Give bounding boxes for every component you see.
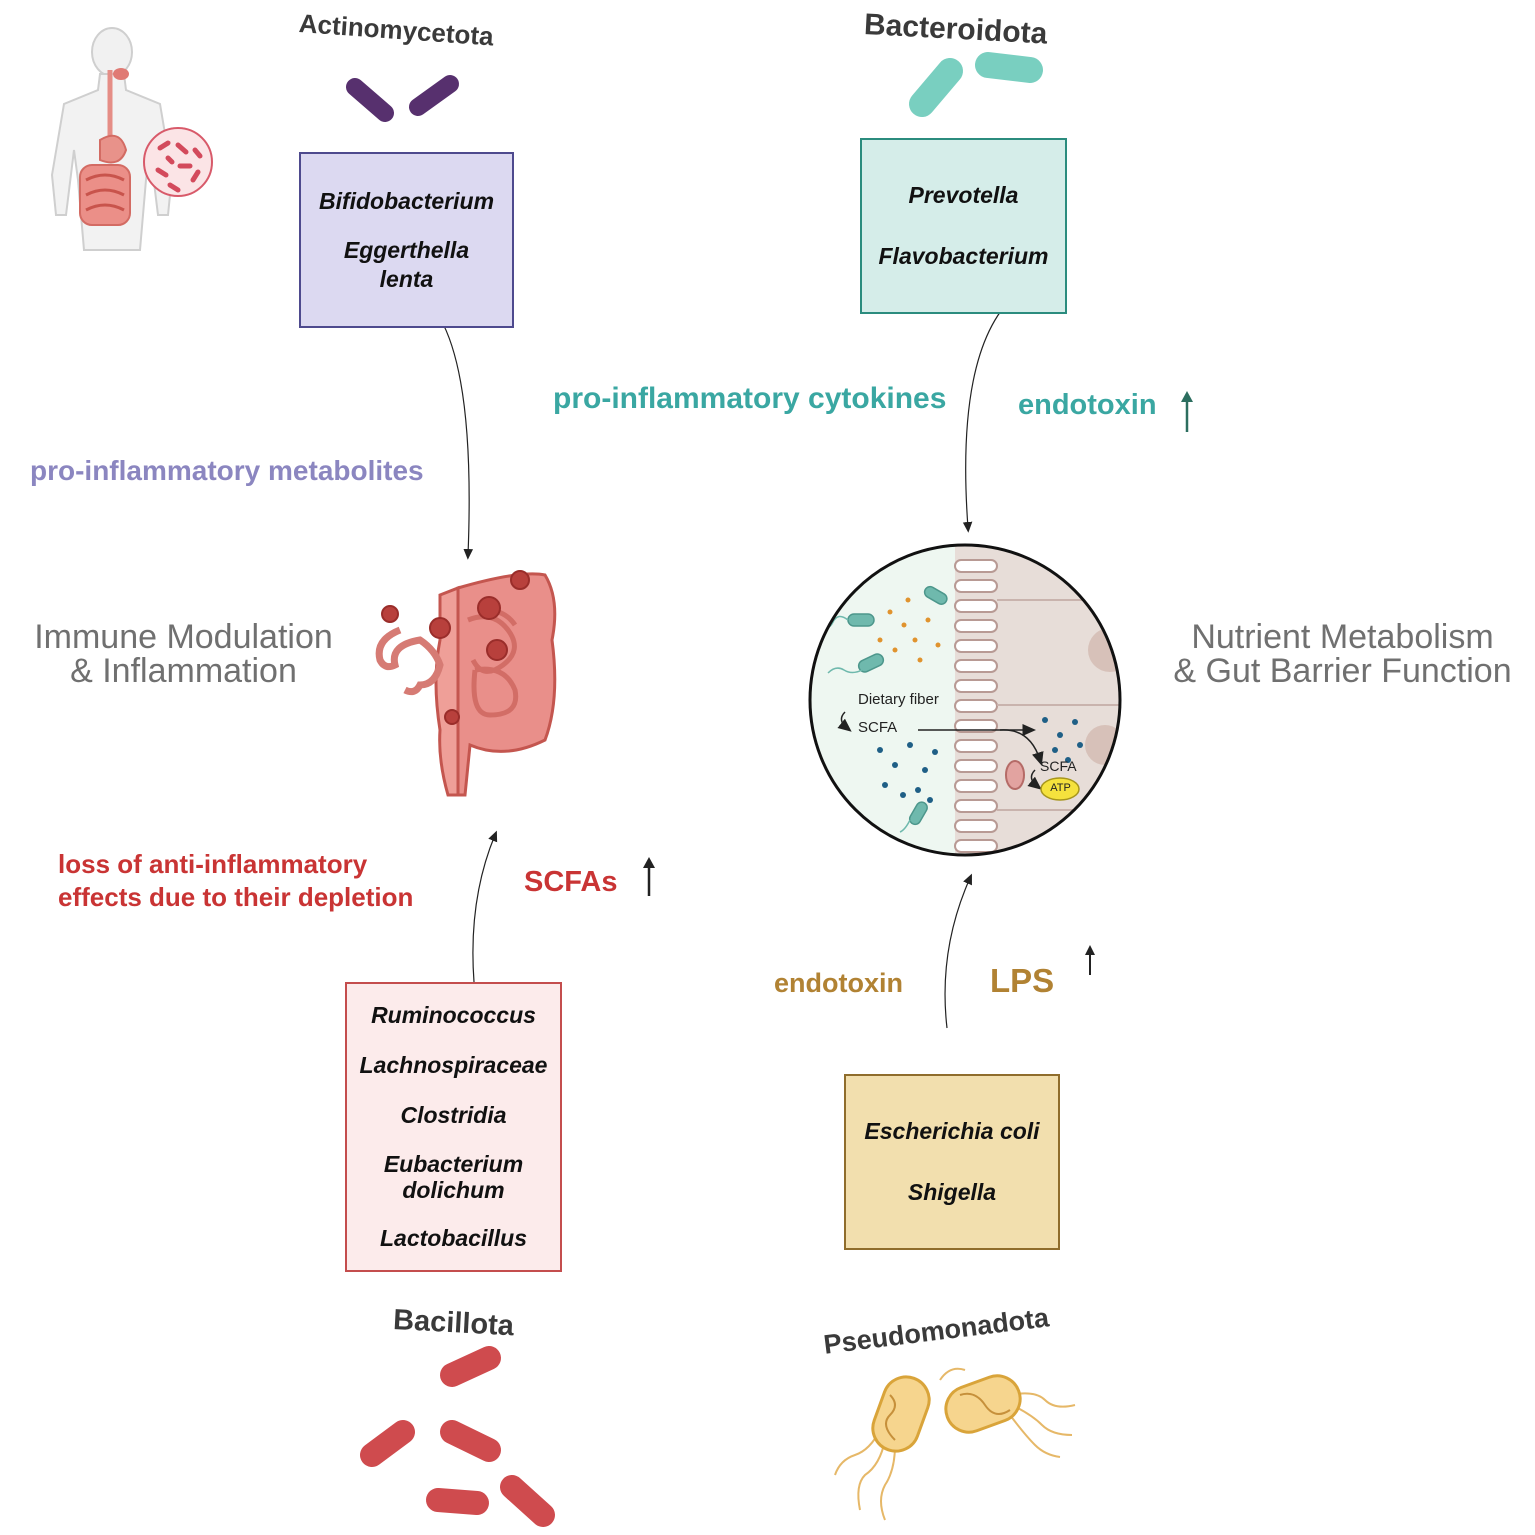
arrow-bactero-to-circle bbox=[962, 294, 1016, 533]
label-loss-anti-inflammatory-line2: effects due to their depletion bbox=[58, 882, 414, 912]
actinomycetota-bacteria-icon bbox=[346, 75, 459, 122]
bacteroidota-bacteria-icon bbox=[909, 52, 1043, 117]
bacteroidota-genus-box: Prevotella Flavobacterium bbox=[860, 138, 1067, 314]
title-immune-line1: Immune Modulation bbox=[34, 618, 333, 656]
circle-scfa-left-label: SCFA bbox=[858, 719, 898, 736]
bacillota-genus-box: Ruminococcus Lachnospiraceae Clostridia … bbox=[345, 982, 562, 1272]
pseudomonadota-bacteria-icon bbox=[834, 1367, 1076, 1521]
actinomycetota-genus-box: Bifidobacterium Eggerthella lenta bbox=[299, 152, 514, 328]
title-nutrient-metabolism: Nutrient Metabolism & Gut Barrier Functi… bbox=[1155, 620, 1530, 688]
label-pro-inflammatory-cytokines: pro-inflammatory cytokines bbox=[553, 382, 947, 415]
label-endotoxin-bottom: endotoxin bbox=[774, 968, 903, 998]
label-lps: LPS bbox=[990, 962, 1055, 999]
up-arrow-icon-lps bbox=[1085, 945, 1095, 975]
intestine-inflammation-icon bbox=[375, 570, 557, 797]
arrow-bacillo-to-intestine bbox=[472, 830, 498, 983]
arrow-actino-to-intestine bbox=[439, 317, 474, 560]
circle-atp-label: ATP bbox=[1050, 782, 1071, 794]
genus-prevotella: Prevotella bbox=[908, 182, 1019, 208]
genus-lachnospiraceae: Lachnospiraceae bbox=[359, 1051, 548, 1078]
genus-eubacterium-dolichum: Eubacterium dolichum bbox=[383, 1151, 524, 1204]
genus-eggerthella-lenta: Eggerthella lenta bbox=[343, 236, 470, 292]
up-arrow-icon-endotoxin bbox=[1181, 391, 1193, 432]
genus-shigella: Shigella bbox=[907, 1179, 997, 1205]
bacillota-bacteria-icon bbox=[360, 1346, 555, 1527]
title-nutrient-line1: Nutrient Metabolism bbox=[1191, 618, 1494, 656]
phylum-bacillota: Bacillota bbox=[392, 1304, 515, 1343]
genus-bifidobacterium: Bifidobacterium bbox=[318, 187, 495, 214]
pseudomonadota-genus-box: Escherichia coli Shigella bbox=[844, 1074, 1060, 1250]
genus-clostridia: Clostridia bbox=[400, 1101, 507, 1128]
label-endotoxin-top: endotoxin bbox=[1018, 389, 1157, 421]
circle-scfa-right-label: SCFA bbox=[1040, 758, 1077, 774]
genus-escherichia-coli: Escherichia coli bbox=[864, 1118, 1040, 1144]
genus-flavobacterium: Flavobacterium bbox=[878, 243, 1049, 269]
circle-dietary-fiber-label: Dietary fiber bbox=[858, 691, 939, 708]
title-immune-line2: & Inflammation bbox=[70, 652, 297, 690]
label-loss-anti-inflammatory-line1: loss of anti-inflammatory bbox=[58, 849, 368, 879]
title-nutrient-line2: & Gut Barrier Function bbox=[1173, 652, 1512, 690]
label-scfas: SCFAs bbox=[524, 866, 618, 898]
label-pro-inflammatory-metabolites: pro-inflammatory metabolites bbox=[30, 455, 424, 486]
genus-lactobacillus: Lactobacillus bbox=[380, 1225, 527, 1252]
human-body-icon bbox=[50, 27, 213, 251]
up-arrow-icon-scfas bbox=[643, 857, 655, 896]
title-immune-modulation: Immune Modulation & Inflammation bbox=[16, 620, 351, 688]
genus-ruminococcus: Ruminococcus bbox=[371, 1001, 536, 1028]
arrow-pseudo-to-circle bbox=[944, 873, 972, 1029]
